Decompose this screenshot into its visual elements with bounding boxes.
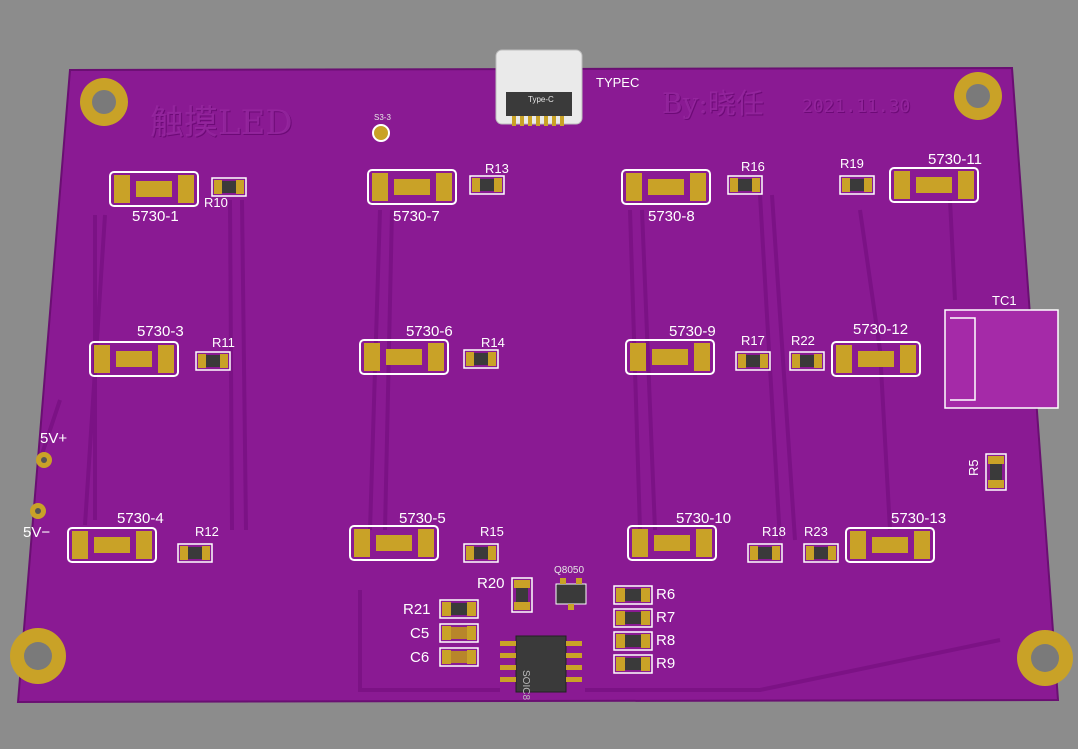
resistor-footprint <box>735 351 771 371</box>
led-footprint <box>889 167 979 203</box>
resistor-label: R21 <box>403 601 431 618</box>
resistor-label: R7 <box>656 609 676 626</box>
resistor-label: R20 <box>477 575 505 592</box>
resistor-label: R19 <box>840 156 864 171</box>
typec-connector <box>495 49 583 126</box>
led-label: 5730-13 <box>891 510 947 527</box>
resistor-footprint <box>469 175 505 195</box>
led-footprint <box>627 525 717 561</box>
resistor-r20-footprint <box>511 577 533 613</box>
led-label: 5730-7 <box>393 208 440 225</box>
resistor-label: R6 <box>656 586 676 603</box>
resistor-label: R13 <box>485 161 509 176</box>
led-footprint <box>359 339 449 375</box>
board-ghost-date: 2021.11.30 <box>802 96 911 117</box>
resistor-label: R11 <box>212 335 235 350</box>
led-footprint <box>367 169 457 205</box>
test-point <box>372 124 390 142</box>
resistor-label: R15 <box>480 524 504 539</box>
resistor-footprint <box>463 543 499 563</box>
led-label: 5730-1 <box>132 208 179 225</box>
led-footprint <box>89 341 179 377</box>
ic-marking: SOIC8 <box>520 670 531 701</box>
power-negative-label: 5V− <box>23 524 51 541</box>
led-label: 5730-6 <box>406 323 453 340</box>
resistor-footprints <box>177 175 875 563</box>
resistor-footprint <box>839 175 875 195</box>
led-footprint <box>831 341 921 377</box>
resistor-footprint <box>177 543 213 563</box>
typec-inner-text: Type-C <box>528 95 554 104</box>
board-outline <box>16 66 1060 704</box>
led-label: 5730-8 <box>648 208 695 225</box>
resistor-footprint <box>195 351 231 371</box>
led-footprint <box>349 525 439 561</box>
resistor-label: R23 <box>804 524 828 539</box>
led-label: 5730-10 <box>676 510 732 527</box>
resistor-footprint <box>747 543 783 563</box>
led-label: 5730-11 <box>928 151 982 168</box>
resistor-r5-footprint <box>985 453 1007 491</box>
test-point-label: S3-3 <box>374 113 391 122</box>
transistor-label: Q8050 <box>554 565 585 576</box>
resistor-footprint <box>803 543 839 563</box>
resistor-footprint <box>211 177 247 197</box>
resistor-label: R17 <box>741 333 765 348</box>
resistor-footprint <box>727 175 763 195</box>
mounting-holes <box>10 72 1073 686</box>
led-label: 5730-5 <box>399 510 446 527</box>
resistor-label: R16 <box>741 159 765 174</box>
power-positive-label: 5V+ <box>40 430 68 447</box>
board-ghost-title: 触摸LED <box>150 103 293 143</box>
led-footprint <box>109 171 199 207</box>
resistor-label: R14 <box>481 335 505 350</box>
resistor-label: R12 <box>195 524 219 539</box>
led-footprint <box>625 339 715 375</box>
led-label: 5730-9 <box>669 323 716 340</box>
led-footprint <box>845 527 935 563</box>
resistor-label: R5 <box>966 459 981 476</box>
resistor-label: R10 <box>204 195 228 210</box>
resistor-label: R8 <box>656 632 676 649</box>
led-label: 5730-12 <box>853 321 909 338</box>
led-footprint <box>621 169 711 205</box>
resistor-label: R22 <box>791 333 815 348</box>
typec-label: TYPEC <box>596 75 640 90</box>
resistor-footprint <box>789 351 825 371</box>
led-footprints <box>67 167 979 563</box>
ic-soic8 <box>500 635 582 693</box>
capacitor-label: C6 <box>410 649 430 666</box>
transistor-q8050 <box>555 578 587 610</box>
tc1-label: TC1 <box>992 293 1017 308</box>
resistor-label: R9 <box>656 655 676 672</box>
resistor-footprint <box>463 349 499 369</box>
capacitor-label: C5 <box>410 625 430 642</box>
led-label: 5730-3 <box>137 323 184 340</box>
touch-pad-tc1 <box>944 309 1059 409</box>
led-footprint <box>67 527 157 563</box>
led-label: 5730-4 <box>117 510 164 527</box>
passive-stack-right <box>613 585 653 674</box>
passive-stack-left <box>439 599 479 667</box>
board-ghost-author: By:晓任 <box>662 87 764 120</box>
resistor-label: R18 <box>762 524 786 539</box>
